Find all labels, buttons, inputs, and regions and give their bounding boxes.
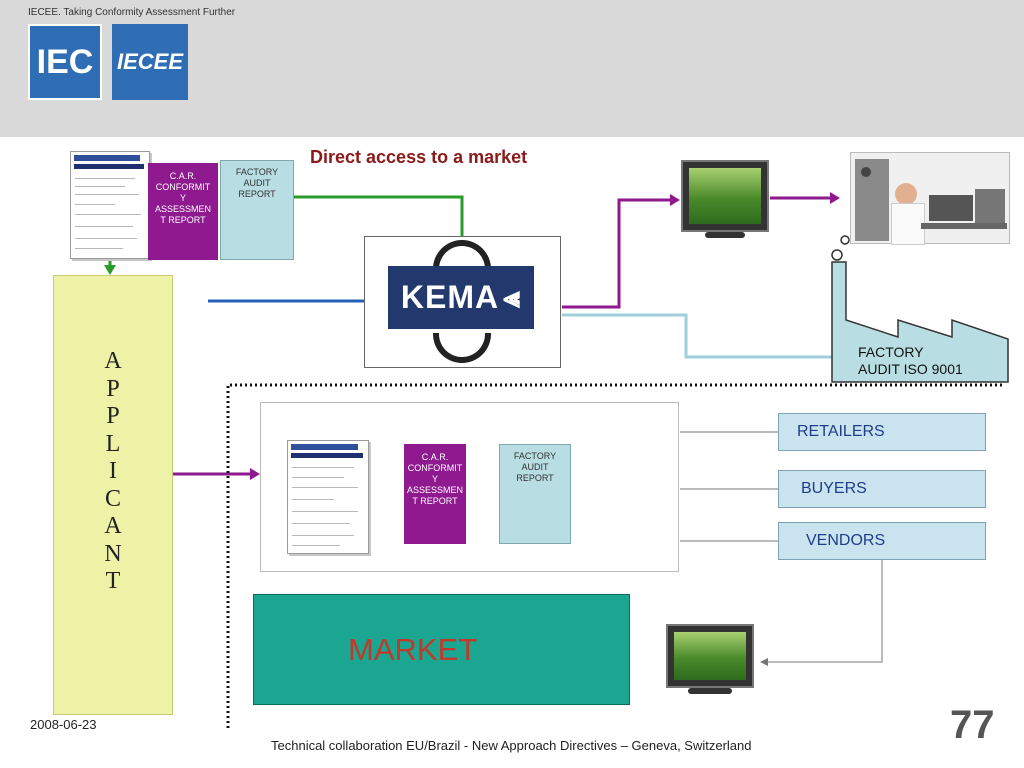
factory-building xyxy=(831,261,1009,383)
tagline: IECEE. Taking Conformity Assessment Furt… xyxy=(28,7,236,18)
purple-arrowhead-lab xyxy=(830,192,840,204)
page-number: 77 xyxy=(950,703,995,747)
monitor-icon-market xyxy=(666,624,754,688)
purple-arrowhead-monitor xyxy=(670,194,680,206)
retailers-box: RETAILERS xyxy=(778,413,986,451)
certificate-document-top xyxy=(70,151,150,259)
slide-date: 2008-06-23 xyxy=(30,717,97,732)
market-box xyxy=(253,594,630,705)
lab-technician-image xyxy=(850,152,1010,245)
chimney-smoke-2 xyxy=(840,235,850,245)
purple-connector-monitor xyxy=(562,198,672,309)
applicant-box xyxy=(53,275,173,715)
market-label: MARKET xyxy=(348,632,478,667)
buyers-box: BUYERS xyxy=(778,470,986,508)
gray-connector-market xyxy=(768,560,883,663)
monitor-stand-market xyxy=(688,688,732,694)
kema-logo: KEMA⫷ xyxy=(388,266,534,329)
monitor-icon-top xyxy=(681,160,769,232)
light-blue-connector xyxy=(562,313,832,359)
iecee-logo: IECEE xyxy=(112,24,188,100)
certificate-document-mid xyxy=(287,440,369,554)
dotted-boundary xyxy=(226,383,1004,728)
green-connector xyxy=(290,195,464,237)
monitor-stand-top xyxy=(705,232,745,238)
gray-arrowhead-market xyxy=(760,658,768,666)
green-down-arrowhead xyxy=(104,265,116,275)
purple-arrowhead-mid xyxy=(250,468,260,480)
slide-footer: Technical collaboration EU/Brazil - New … xyxy=(271,738,752,753)
slide-title: Direct access to a market xyxy=(310,147,528,167)
chimney-smoke xyxy=(831,249,843,261)
vendors-box: VENDORS xyxy=(778,522,986,560)
iec-logo: IEC xyxy=(28,24,102,100)
